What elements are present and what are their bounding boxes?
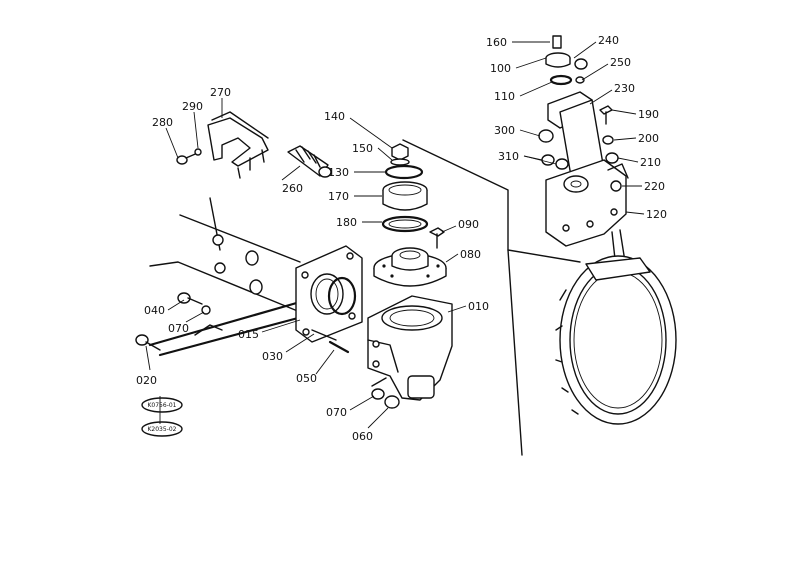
label-180: 180 [336,216,357,229]
bracket-270 [207,111,269,179]
label-270: 270 [210,86,231,99]
reference-code-top: K0756-01 [147,402,176,409]
label-070-left: 070 [168,322,189,335]
label-015: 015 [238,328,259,341]
label-140: 140 [324,110,345,123]
label-240: 240 [598,34,619,47]
label-220: 220 [644,180,665,193]
part-labels: 160 240 100 250 110 230 190 300 200 310 … [136,34,667,443]
label-230: 230 [614,82,635,95]
frame-lines [149,139,581,456]
part-280-290 [176,148,202,165]
label-050: 050 [296,372,317,385]
label-190: 190 [638,108,659,121]
label-170: 170 [328,190,349,203]
label-100: 100 [490,62,511,75]
leader-lines [145,41,645,429]
arm-linkage [148,234,302,357]
label-070-bottom: 070 [326,406,347,419]
reference-code-bottom: K2035-02 [147,426,176,433]
housing-010 [367,295,453,401]
flange-080 [373,247,447,287]
upper-right-assembly [538,35,629,269]
label-310: 310 [498,150,519,163]
label-250: 250 [610,56,631,69]
label-260: 260 [282,182,303,195]
mount-plate-015 [295,245,363,343]
bolts [135,227,445,409]
label-080: 080 [460,248,481,261]
label-060: 060 [352,430,373,443]
label-150: 150 [352,142,373,155]
label-010: 010 [468,300,489,313]
label-200: 200 [638,132,659,145]
bearing-stack [381,143,429,233]
label-040: 040 [144,304,165,317]
label-090: 090 [458,218,479,231]
label-300: 300 [494,124,515,137]
label-160: 160 [486,36,507,49]
label-030: 030 [262,350,283,363]
reference-codes: K0756-01 K2035-02 [141,397,183,437]
label-120: 120 [646,208,667,221]
label-280: 280 [152,116,173,129]
wheel-hub [555,255,677,425]
label-110: 110 [494,90,515,103]
label-290: 290 [182,100,203,113]
label-210: 210 [640,156,661,169]
label-020: 020 [136,374,157,387]
label-130: 130 [328,166,349,179]
part-260 [287,145,332,178]
